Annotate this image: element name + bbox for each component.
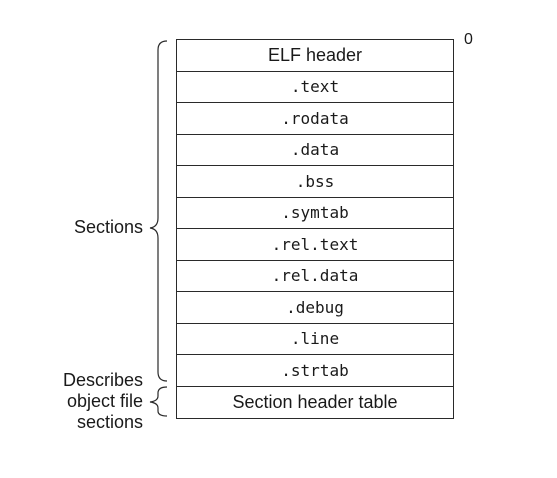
row-section-header-table: Section header table	[232, 391, 398, 412]
row-rodata: .rodata	[177, 103, 453, 135]
row-text: .text	[177, 72, 453, 103]
row-strtab: .strtab	[177, 355, 453, 387]
row-debug: .debug	[177, 292, 453, 324]
row-rel-text: .rel.text	[177, 229, 453, 261]
describes-brace	[149, 386, 168, 417]
elf-layout-table: ELF header .text .rodata .data .bss .sym…	[176, 39, 454, 419]
sections-label: Sections	[73, 217, 143, 237]
describes-line-3: sections	[76, 412, 143, 432]
describes-label: Describes object file sections	[3, 370, 143, 433]
describes-line-1: Describes	[62, 370, 143, 390]
describes-line-2: object file	[66, 391, 143, 411]
row-elf-header: ELF header	[177, 40, 453, 72]
sections-brace	[149, 40, 168, 382]
row-symtab: .symtab	[177, 198, 453, 229]
row-line: .line	[177, 324, 453, 355]
row-data: .data	[177, 135, 453, 166]
row-rel-data: .rel.data	[177, 261, 453, 292]
row-bss: .bss	[177, 166, 453, 198]
offset-zero-label: 0	[464, 31, 473, 48]
